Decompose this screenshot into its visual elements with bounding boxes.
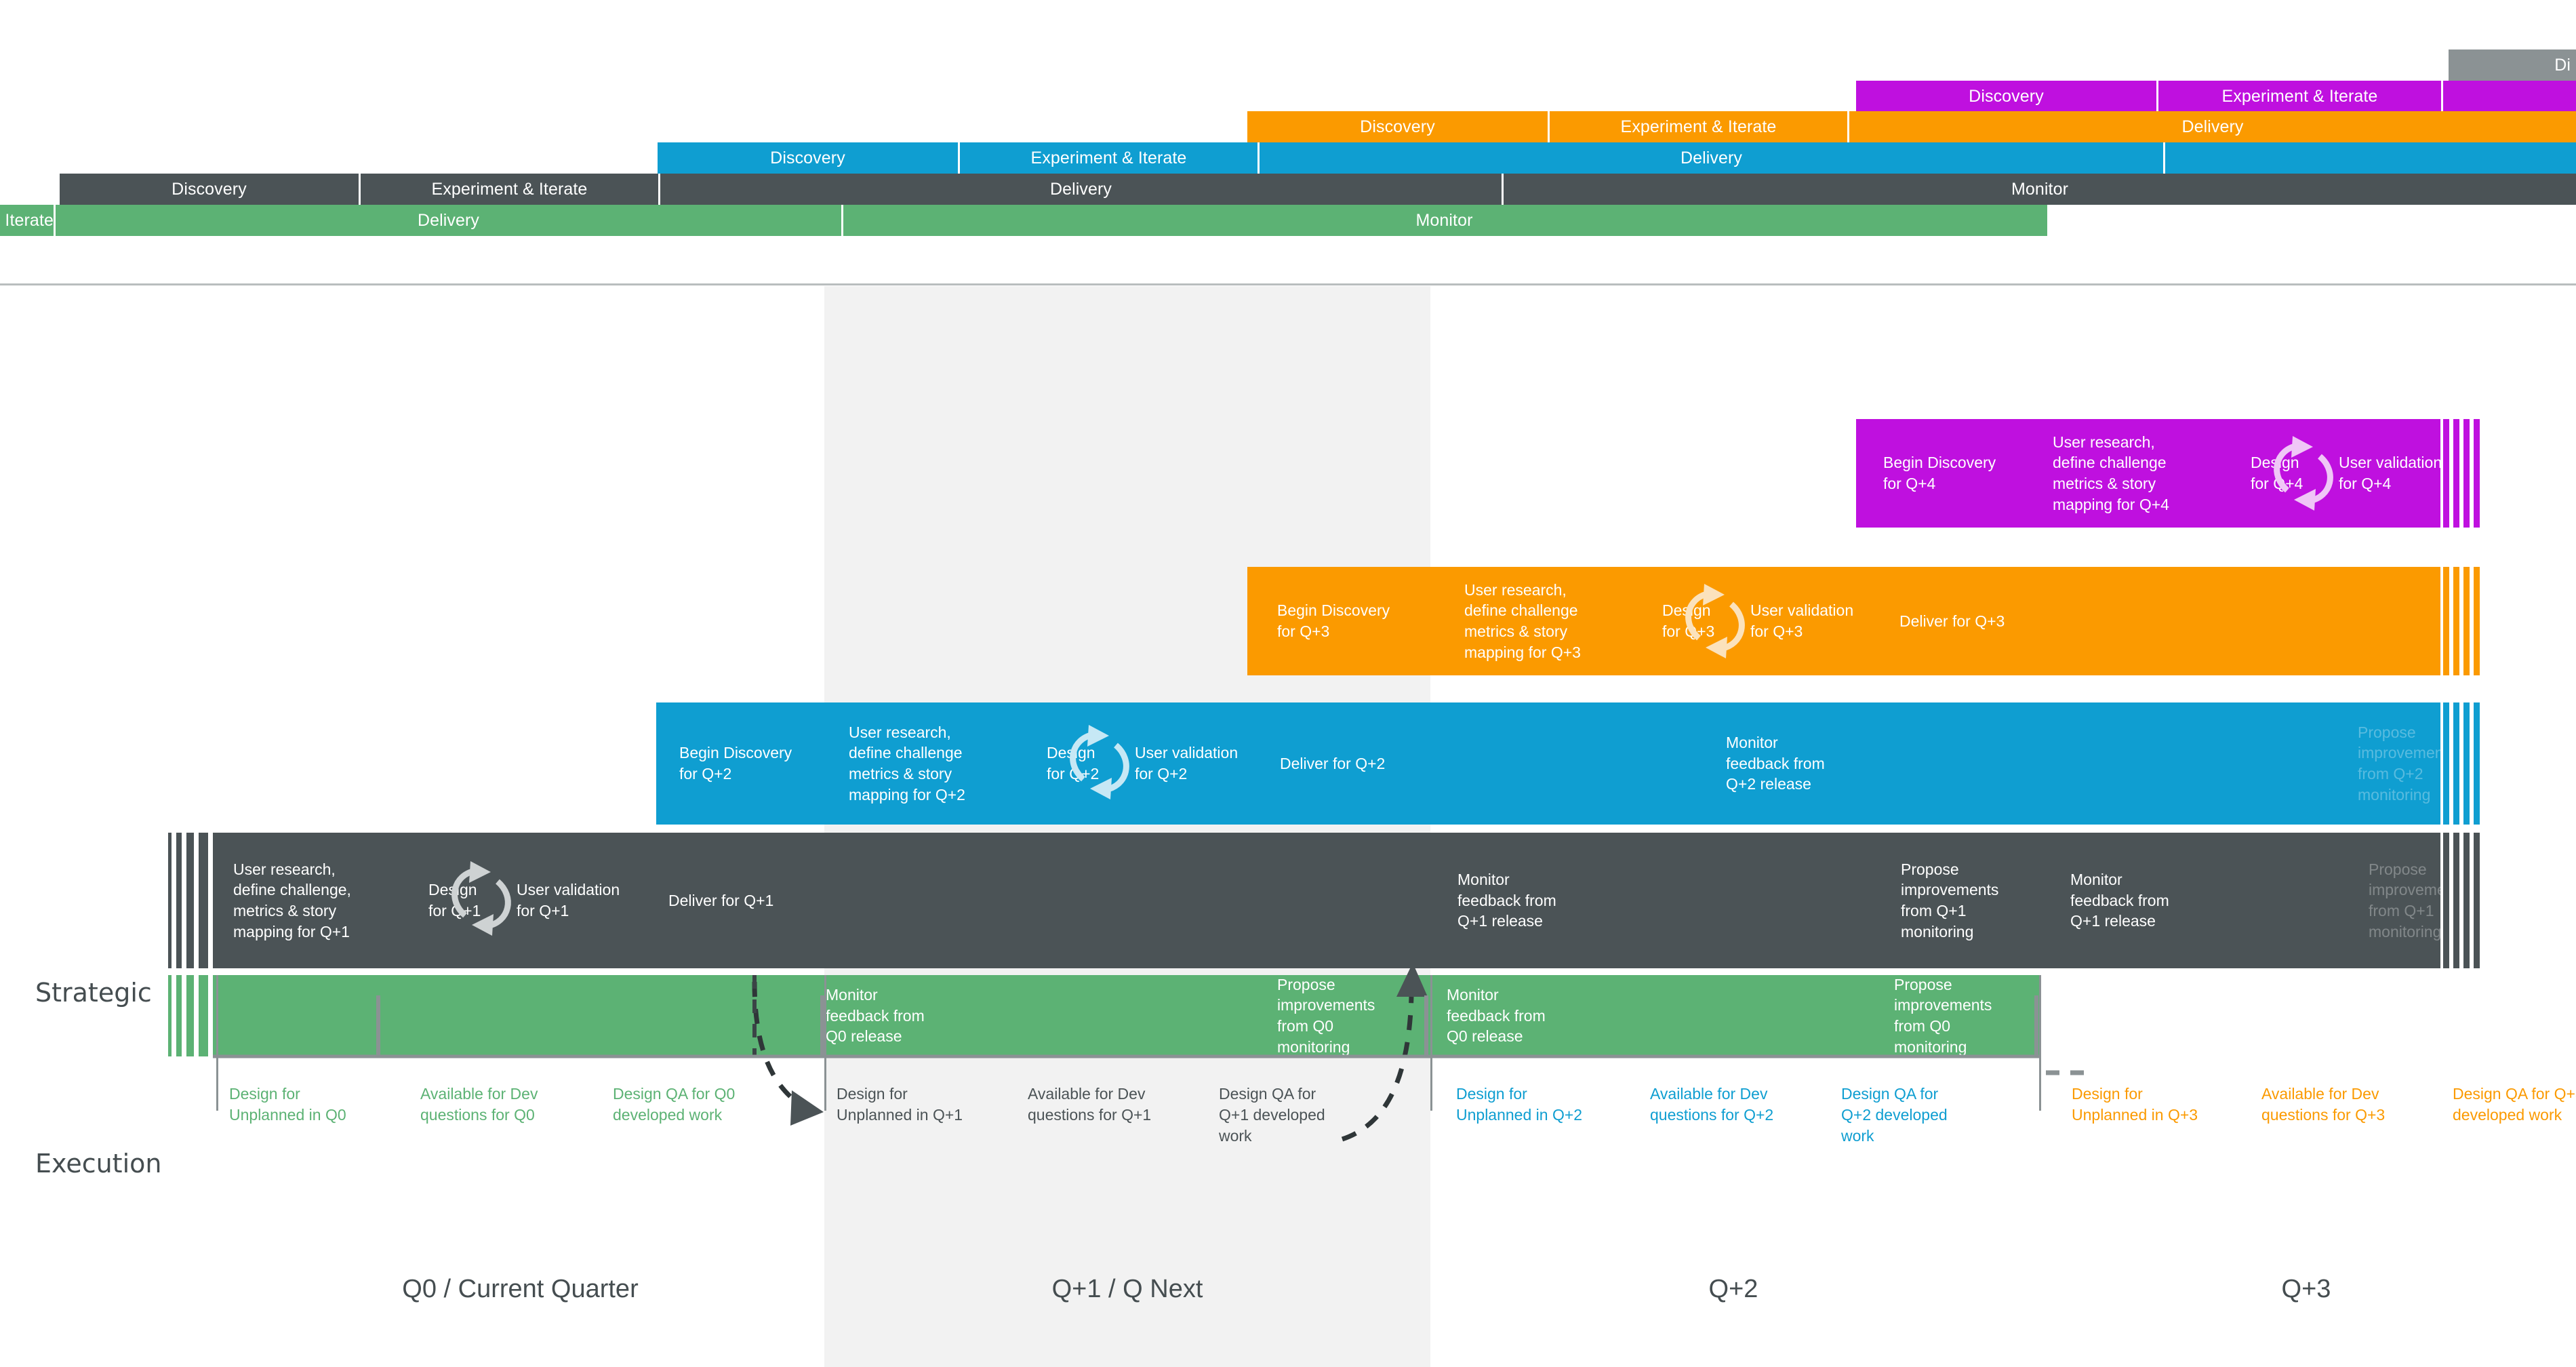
lane-cell[interactable]: Begin Discovery for Q+3 [1277, 601, 1390, 640]
execution-item[interactable]: Available for Dev questions for Q+2 [1650, 1085, 1774, 1124]
lane-edge-stripes-q1-right [2443, 833, 2480, 968]
lane-cell[interactable]: User validation for Q+1 [517, 881, 620, 919]
phase-segment-monitor[interactable]: Monitor [2011, 179, 2069, 199]
lane-edge-stripes-q1-left [168, 833, 213, 968]
execution-item[interactable]: Design QA for Q0 developed work [613, 1085, 736, 1124]
quarter-column-q0 [0, 286, 824, 1367]
phase-segment-experiment[interactable]: Experiment & Iterate [2158, 81, 2443, 112]
lane-cell[interactable]: Monitor feedback from Q+1 release [2070, 871, 2169, 930]
phase-bar-q1: Discovery Experiment & Iterate Delivery … [60, 174, 2576, 205]
execution-divider [1430, 975, 1432, 1111]
lane-edge-stripes-q2 [2443, 702, 2480, 825]
lane-cell[interactable]: Propose improvements from Q0 monitoring [1894, 975, 1992, 1056]
lane-cell[interactable]: Propose improvements from Q+1 monitoring [2369, 860, 2440, 940]
phase-segment-experiment[interactable]: Experiment & Iterate [361, 174, 660, 205]
execution-row: Design for Unplanned in Q0 Available for… [0, 975, 2576, 1192]
axis-label-strategic: Strategic [35, 978, 152, 1008]
strategic-lane-q1: User research, define challenge, metrics… [213, 833, 2440, 968]
phase-segment-delivery[interactable]: Delivery [660, 174, 1504, 205]
lane-cell[interactable]: Design for Q+3 [1662, 601, 1715, 640]
lane-cell[interactable]: User validation for Q+4 [2339, 454, 2440, 492]
execution-divider [824, 975, 826, 1111]
lane-cell[interactable]: Monitor feedback from Q0 release [1447, 986, 1546, 1046]
lane-cell[interactable]: Propose improvements from Q+1 monitoring [1901, 860, 1999, 940]
lane-edge-stripes-q3 [2443, 567, 2480, 675]
phase-segment-delivery[interactable] [2443, 81, 2576, 112]
lane-cell[interactable]: User validation for Q+2 [1135, 744, 1239, 782]
phase-bar-q4: Discovery Experiment & Iterate [1856, 81, 2576, 112]
phase-bar-q0: Experiment & Iterate Delivery Monitor [0, 205, 2047, 236]
strategic-lane-q4: Begin Discovery for Q+4 User research, d… [1856, 419, 2440, 528]
strategic-lane-q2: Begin Discovery for Q+2 User research, d… [656, 702, 2440, 825]
phase-segment-discovery[interactable]: Discovery [60, 174, 361, 205]
lane-cell[interactable]: Monitor feedback from Q0 release [826, 986, 925, 1046]
lane-cell[interactable]: User validation for Q+3 [1750, 601, 1854, 640]
lane-cell[interactable]: Deliver for Q+1 [668, 891, 774, 909]
execution-item[interactable]: Design QA for Q+1 developed work [1219, 1085, 1325, 1145]
phase-segment-delivery[interactable]: Delivery [2181, 117, 2244, 136]
lane-cell[interactable]: Design for Q+2 [1047, 744, 1100, 782]
lane-cell[interactable]: Propose improvements from Q+2 monitoring [2358, 723, 2440, 804]
execution-item[interactable]: Design for Unplanned in Q+2 [1456, 1085, 1583, 1124]
lane-cell[interactable]: Propose improvements from Q0 monitoring [1277, 975, 1375, 1056]
phase-segment-delivery[interactable]: Delivery [1260, 142, 2165, 174]
phase-segment[interactable]: Di [2554, 55, 2571, 75]
execution-item[interactable]: Available for Dev questions for Q+1 [1028, 1085, 1152, 1124]
phase-segment-monitor[interactable]: Monitor [1415, 210, 1473, 230]
quarter-column-q1 [824, 286, 1430, 1367]
execution-divider [2039, 975, 2041, 1111]
quarter-caption-q1: Q+1 / Q Next [1051, 1275, 1203, 1303]
execution-item[interactable]: Design for Unplanned in Q+1 [837, 1085, 963, 1124]
execution-item[interactable]: Available for Dev questions for Q0 [420, 1085, 538, 1124]
execution-item[interactable]: Available for Dev questions for Q+3 [2261, 1085, 2386, 1124]
phase-segment-experiment[interactable]: Experiment & Iterate [960, 142, 1260, 174]
phase-segment-discovery[interactable]: Discovery [1247, 111, 1550, 142]
phase-bar-q2: Discovery Experiment & Iterate Delivery [658, 142, 2576, 174]
phase-segment-discovery[interactable]: Discovery [1856, 81, 2158, 112]
phase-segment-delivery[interactable]: Delivery [56, 205, 843, 236]
header-divider [0, 283, 2576, 285]
axis-label-execution: Execution [35, 1149, 162, 1178]
phase-segment-experiment[interactable]: Experiment & Iterate [1550, 111, 1849, 142]
lane-cell[interactable]: Begin Discovery for Q+2 [679, 744, 792, 782]
lane-cell[interactable]: Design for Q+4 [2251, 454, 2303, 492]
lane-cell[interactable]: Design for Q+1 [428, 881, 481, 919]
lane-cell[interactable]: Monitor feedback from Q+2 release [1726, 734, 1825, 793]
lane-cell[interactable]: Monitor feedback from Q+1 release [1457, 871, 1556, 930]
strategic-lane-q3: Begin Discovery for Q+3 User research, d… [1247, 567, 2440, 675]
lane-cell[interactable]: User research, define challenge metrics … [1464, 580, 1581, 661]
quarter-caption-q0: Q0 / Current Quarter [402, 1275, 639, 1303]
quarter-caption-q3: Q+3 [2281, 1275, 2331, 1303]
lane-cell[interactable]: Begin Discovery for Q+4 [1883, 454, 1996, 492]
lane-edge-stripes-q0-left [168, 975, 213, 1056]
execution-item[interactable]: Design for Unplanned in Q0 [229, 1085, 346, 1124]
phase-segment-discovery[interactable]: Discovery [658, 142, 960, 174]
execution-item[interactable]: Design QA for Q+2 developed work [1841, 1085, 1948, 1145]
lane-cell[interactable]: Deliver for Q+2 [1280, 754, 1386, 772]
phase-segment-experiment[interactable]: Experiment & Iterate [0, 205, 56, 236]
phase-bar-q3: Discovery Experiment & Iterate Delivery [1247, 111, 2576, 142]
execution-divider [216, 975, 218, 1111]
strategic-lane-q0: Monitor feedback from Q0 release Propose… [213, 975, 2039, 1056]
phase-bar-q5: Di [2449, 49, 2576, 81]
lane-cell[interactable]: User research, define challenge metrics … [2053, 433, 2169, 513]
lane-cell[interactable]: User research, define challenge metrics … [849, 723, 965, 804]
quarter-caption-q2: Q+2 [1708, 1275, 1758, 1303]
lane-cell[interactable]: User research, define challenge, metrics… [233, 860, 351, 940]
execution-item[interactable]: Design for Unplanned in Q+3 [2072, 1085, 2198, 1124]
execution-item[interactable]: Design QA for Q+3 developed work [2453, 1085, 2576, 1124]
phase-segment-monitor[interactable] [2165, 142, 2576, 174]
lane-edge-stripes-q4 [2443, 419, 2480, 528]
lane-cell[interactable]: Deliver for Q+3 [1899, 612, 2005, 630]
